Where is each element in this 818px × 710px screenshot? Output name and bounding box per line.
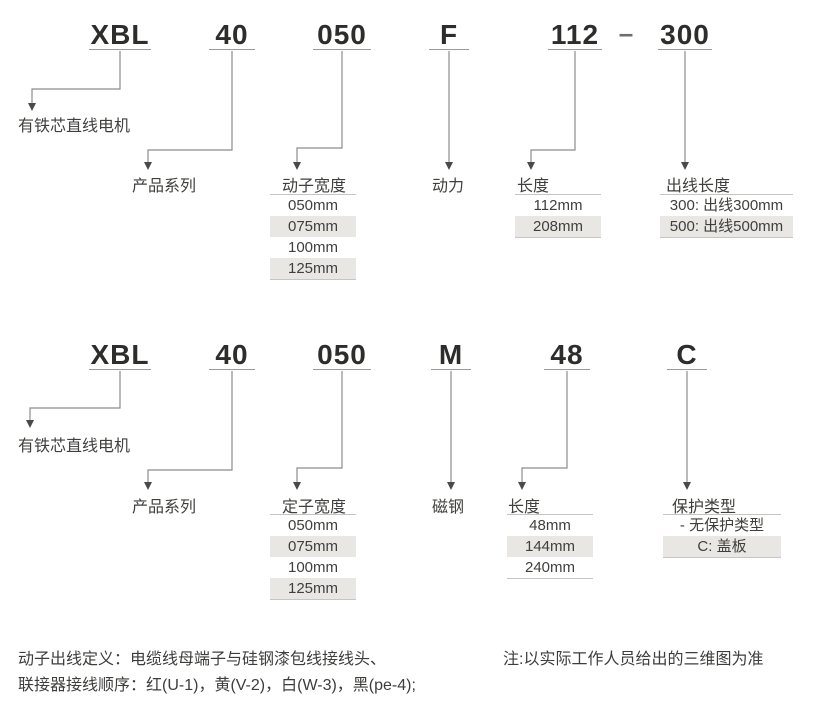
option-row: 125mm [270,258,356,279]
top-label-product-series: 产品系列 [132,178,197,195]
top-label-lead-length: 出线长度 [666,178,731,195]
bottom-label-length: 长度 [508,499,541,516]
top-label-mover-width: 动子宽度 [282,178,347,195]
option-row: 208mm [515,216,601,237]
bottom-code-series-prefix: XBL [89,339,151,370]
footnote-wiring-order: 联接器接线顺序：红(U-1)，黄(V-2)，白(W-3)，黑(pe-4); [18,677,416,694]
top-label-power: 动力 [432,178,465,195]
top-label-length: 长度 [517,178,550,195]
code-separator-dash: – [618,18,634,48]
bottom-label-stator-width: 定子宽度 [282,499,347,516]
bottom-code-stator-width: 050 [313,340,371,370]
bottom-code-magnet: M [431,340,471,370]
option-row: C: 盖板 [663,536,781,557]
bottom-stator-width-options-list: 050mm 075mm 100mm 125mm [270,514,356,600]
option-row: 075mm [270,216,356,237]
bottom-code-length: 48 [544,340,590,370]
bottom-label-magnet: 磁钢 [432,499,465,516]
top-label-motor-type: 有铁芯直线电机 [18,118,131,135]
option-row: 050mm [270,515,356,536]
top-code-lead-length: 300 [658,20,712,50]
bottom-length-options-list: 48mm 144mm 240mm [507,514,593,579]
bottom-protection-options-list: - 无保护类型 C: 盖板 [663,514,781,558]
option-row: 240mm [507,557,593,578]
footnote-drawing-note: 注:以实际工作人员给出的三维图为准 [503,651,764,668]
option-row: - 无保护类型 [663,515,781,536]
option-row: 050mm [270,195,356,216]
top-lead-length-options-list: 300: 出线300mm 500: 出线500mm [660,194,793,238]
option-row: 500: 出线500mm [660,216,793,237]
top-code-mover-width: 050 [313,20,371,50]
footnote-wiring-definition: 动子出线定义：电缆线母端子与硅钢漆包线接线头、 [18,651,387,668]
option-row: 112mm [515,195,601,216]
bottom-label-protection-type: 保护类型 [672,499,737,516]
top-code-length: 112 [548,20,602,50]
bottom-code-protection: C [667,340,707,370]
bottom-label-product-series: 产品系列 [132,499,197,516]
option-row: 100mm [270,237,356,258]
option-row: 125mm [270,578,356,599]
option-row: 300: 出线300mm [660,195,793,216]
bottom-code-product-series: 40 [209,340,255,370]
top-mover-width-options-list: 050mm 075mm 100mm 125mm [270,194,356,280]
option-row: 48mm [507,515,593,536]
top-code-product-series: 40 [209,20,255,50]
option-row: 100mm [270,557,356,578]
option-row: 144mm [507,536,593,557]
top-code-power: F [429,20,469,50]
bottom-label-motor-type: 有铁芯直线电机 [18,438,131,455]
top-code-series-prefix: XBL [89,19,151,50]
option-row: 075mm [270,536,356,557]
top-length-options-list: 112mm 208mm [515,194,601,238]
